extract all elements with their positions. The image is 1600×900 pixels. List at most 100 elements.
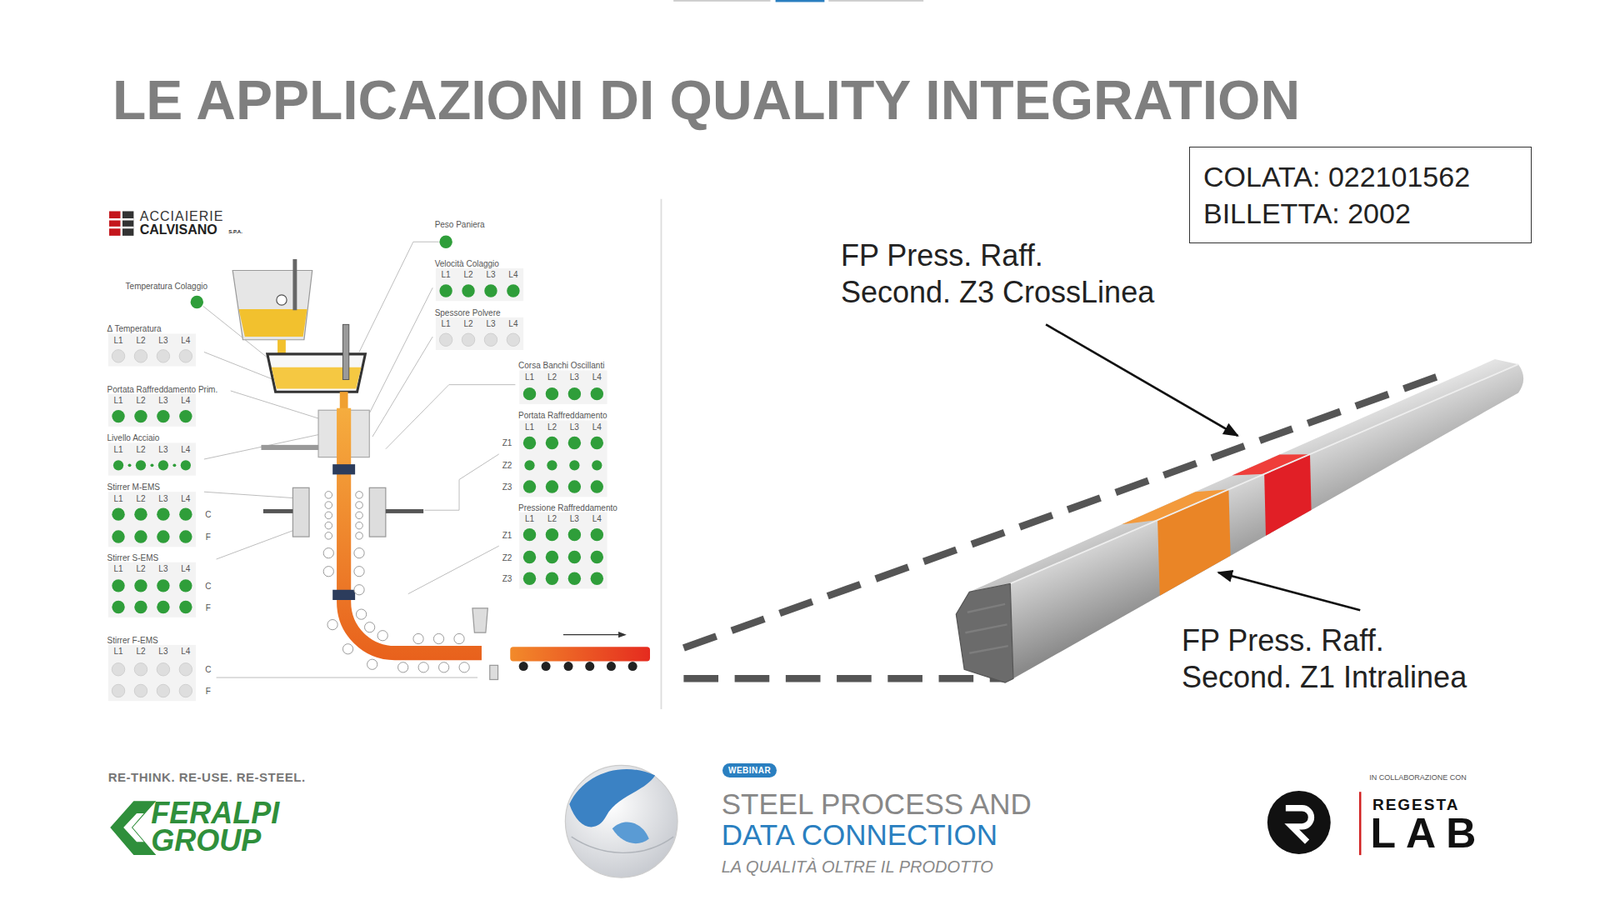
webinar-title: STEEL PROCESS AND	[721, 789, 1032, 820]
sensor-label: L2	[135, 564, 145, 574]
callout-arrow	[1218, 572, 1360, 610]
sensor-label: Z1	[502, 438, 513, 448]
output-billet	[519, 661, 529, 671]
callout-text: FP Press. Raff. Second. Z3 CrossLinea	[840, 237, 1159, 311]
roll	[355, 532, 364, 540]
slide-nav-bar	[673, 0, 924, 2]
status-dot	[545, 550, 559, 564]
mould	[260, 410, 370, 457]
status-dot	[439, 333, 452, 346]
webinar-globe-icon	[569, 769, 655, 827]
sensor-label: L3	[158, 646, 168, 656]
sensor-label: L2	[547, 421, 557, 431]
roll	[439, 662, 450, 673]
callout-text: FP Press. Raff. Second. Z1 Intralinea	[1181, 622, 1500, 696]
leader-line	[216, 530, 294, 560]
sensor-panel	[108, 333, 196, 366]
status-dot	[134, 600, 147, 614]
sensor-label: L2	[135, 395, 145, 405]
status-dot	[590, 572, 604, 585]
tagline: RE-THINK. RE-USE. RE-STEEL.	[108, 770, 306, 785]
webinar-globe-icon	[612, 822, 650, 845]
roll	[398, 662, 409, 673]
status-dot	[179, 507, 192, 520]
slide-nav-bar	[828, 0, 924, 2]
feralpi-logo-icon	[110, 800, 156, 855]
output-billet	[541, 661, 551, 671]
billet	[969, 359, 1519, 592]
stirrer	[292, 487, 310, 537]
webinar-globe-icon	[565, 765, 678, 878]
status-dot	[484, 284, 497, 297]
leader-line	[230, 390, 319, 419]
status-dot	[180, 460, 191, 470]
status-dot	[156, 530, 170, 543]
status-dot	[439, 235, 452, 248]
status-dot	[111, 530, 125, 543]
roll	[354, 585, 365, 595]
roll	[354, 548, 365, 559]
webinar-subtitle: LA QUALITÀ OLTRE IL PRODOTTO	[721, 857, 994, 876]
sensor-label: Z2	[502, 460, 513, 470]
sensor-label: C	[205, 580, 211, 590]
strand-block	[332, 464, 355, 475]
box-text: COLATA: 022101562	[1203, 158, 1518, 195]
zoom-dashed-line	[683, 675, 1005, 683]
status-dot	[546, 460, 557, 470]
company-logo-icon	[122, 210, 134, 235]
sensor-label: Z1	[502, 530, 513, 540]
logo-text: S.P.A.	[228, 229, 243, 235]
leader-line	[369, 287, 433, 414]
roll	[325, 532, 333, 540]
sensor-label: L1	[113, 444, 123, 454]
sensor-label: Stirrer F-EMS	[107, 635, 159, 645]
sensor-label: Z2	[502, 552, 513, 562]
status-dot	[179, 350, 192, 363]
slide-nav-bar	[775, 0, 825, 2]
roll	[365, 622, 375, 633]
sensor-panel	[108, 442, 196, 475]
billet	[1010, 364, 1519, 584]
status-dot	[156, 507, 170, 520]
output-billet	[628, 661, 638, 671]
status-dot	[590, 528, 604, 541]
sensor-label: Livello Acciaio	[107, 433, 160, 443]
status-dot	[156, 663, 170, 676]
roll	[413, 633, 424, 644]
status-dot	[461, 333, 475, 346]
sensor-label: L3	[570, 371, 580, 381]
roll	[327, 620, 338, 630]
status-dot	[156, 600, 170, 614]
roll	[354, 566, 365, 577]
cutter	[472, 608, 499, 680]
sensor-label: L3	[570, 514, 580, 524]
sensor-label: L4	[508, 270, 518, 280]
sensor-label: L4	[508, 319, 518, 329]
status-dot	[134, 507, 147, 520]
status-dot	[590, 480, 604, 493]
status-dot	[134, 530, 147, 543]
sensor-label: L4	[180, 646, 190, 656]
sensor-label: L4	[180, 493, 190, 503]
status-dot	[523, 550, 536, 564]
roll	[323, 491, 470, 673]
sensor-label: L4	[180, 564, 190, 574]
status-dot	[568, 387, 581, 400]
sensor-panel	[108, 645, 196, 701]
status-dot	[439, 284, 452, 297]
status-dot	[523, 436, 536, 450]
sensor-label: L1	[441, 319, 451, 329]
sensor-label: Δ Temperatura	[107, 324, 162, 334]
status-dot	[156, 579, 170, 592]
logo-text: GROUP	[150, 825, 261, 856]
sensor-label: L4	[592, 514, 602, 524]
status-dot	[158, 460, 169, 470]
roll	[377, 630, 388, 641]
roll	[418, 662, 429, 673]
leader-line	[372, 336, 433, 437]
sensor-label: L2	[463, 319, 473, 329]
strand-block	[332, 464, 355, 600]
roll	[367, 659, 378, 670]
status-dot	[590, 550, 604, 564]
